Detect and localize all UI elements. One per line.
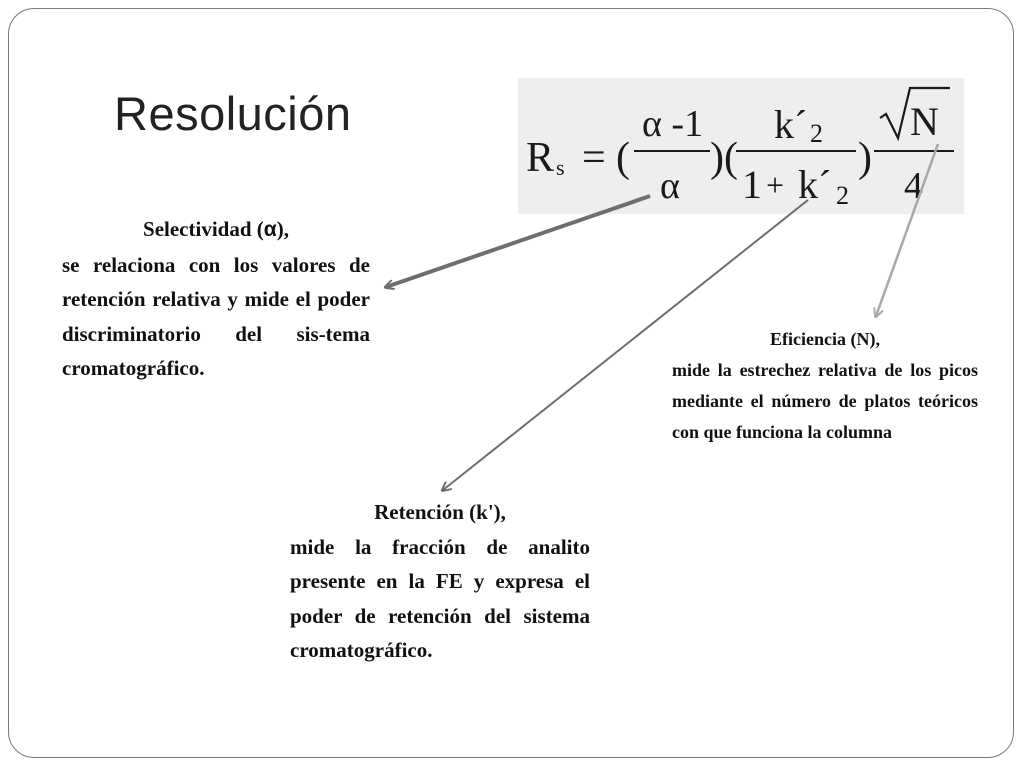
formula-num-1: α -1 (642, 103, 703, 145)
formula-close-open-paren: )( (710, 135, 738, 181)
formula-den-2-k: k´ (798, 162, 831, 207)
formula-den-1: α (660, 165, 680, 207)
selectividad-text: se relaciona con los valores de retenció… (62, 252, 370, 381)
formula-open-paren-1: ( (616, 135, 630, 181)
formula-r-subscript: s (556, 155, 565, 180)
formula-r: R (526, 135, 554, 181)
formula-den-2-subscript: 2 (836, 181, 849, 210)
eficiencia-heading: Eficiencia (N), (770, 329, 880, 349)
selectividad-heading-prefix: Selectividad ( (143, 217, 264, 241)
formula-num-2-subscript: 2 (810, 119, 823, 148)
formula-den-2-one: 1 (742, 162, 762, 207)
formula-close-paren-2: ) (858, 135, 872, 181)
eficiencia-text: mide la estrechez relativa de los picos … (672, 360, 978, 442)
selectividad-heading-suffix: ), (276, 217, 289, 241)
selectividad-heading: Selectividad (α), (62, 212, 370, 248)
formula-num-2-k: k´ (774, 102, 807, 147)
retencion-heading: Retención (k'), (374, 500, 506, 524)
selectividad-block: Selectividad (α), se relaciona con los v… (62, 212, 370, 386)
formula-equals: = (582, 135, 606, 181)
formula-den-3: 4 (904, 165, 923, 207)
slide-title: Resolución (114, 87, 352, 140)
formula-num-3: N (910, 99, 939, 144)
sqrt-icon (879, 86, 950, 142)
retencion-block: Retención (k'), mide la fracción de anal… (290, 495, 590, 668)
retencion-text: mide la fracción de analito presente en … (290, 534, 590, 663)
formula-den-2-plus: + (766, 167, 784, 203)
alpha-symbol: α (263, 218, 277, 241)
resolution-formula: R s = ( α -1 α )( k´ 2 1 + k´ 2 ) N 4 (518, 78, 964, 214)
eficiencia-block: Eficiencia (N), mide la estrechez relati… (672, 324, 978, 448)
formula-svg: R s = ( α -1 α )( k´ 2 1 + k´ 2 ) N 4 (526, 86, 954, 210)
